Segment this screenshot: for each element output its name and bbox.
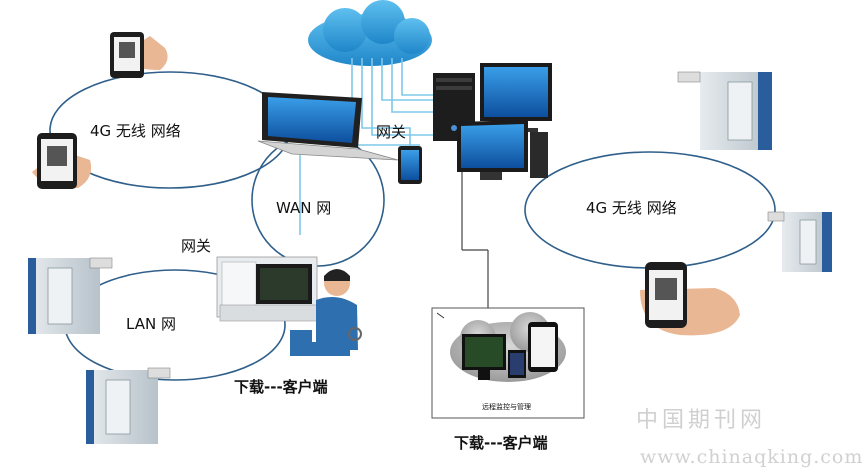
operator-person-icon xyxy=(290,269,362,356)
cabinet-icon-top-right xyxy=(677,71,772,150)
phone-hand-icon-top-left xyxy=(110,32,168,78)
watermark-url: www.chinaqking.com xyxy=(640,446,864,468)
phone-hand-icon-left xyxy=(32,133,92,189)
cabinet-icon-right xyxy=(767,211,832,272)
label-wireless-right: 4G 无线 网络 xyxy=(586,199,677,217)
monitor-front-icon xyxy=(457,120,548,180)
phone-hand-icon-right xyxy=(640,262,740,336)
workstation-icon xyxy=(216,256,321,322)
client-monitor-panel xyxy=(431,307,585,419)
label-wireless-left: 4G 无线 网络 xyxy=(90,122,181,140)
cabinet-icon-left-bottom xyxy=(86,367,171,444)
label-client-right: 下载---客户端 xyxy=(454,434,548,452)
server-tower-icon xyxy=(433,73,475,141)
monitor-top-icon xyxy=(480,63,552,132)
watermark-title: 中国期刊网 xyxy=(636,408,767,433)
label-gateway-top: 网关 xyxy=(376,123,407,141)
label-client-left: 下载---客户端 xyxy=(234,378,328,396)
cloud-icon xyxy=(308,0,432,66)
tablet-icon xyxy=(398,146,422,184)
label-lan: LAN 网 xyxy=(126,315,176,333)
label-gateway-mid: 网关 xyxy=(181,237,212,255)
label-wan: WAN 网 xyxy=(276,199,332,217)
label-monitor-caption: 远程监控与管理 xyxy=(482,403,531,411)
cabinet-icon-left-top xyxy=(28,257,113,334)
